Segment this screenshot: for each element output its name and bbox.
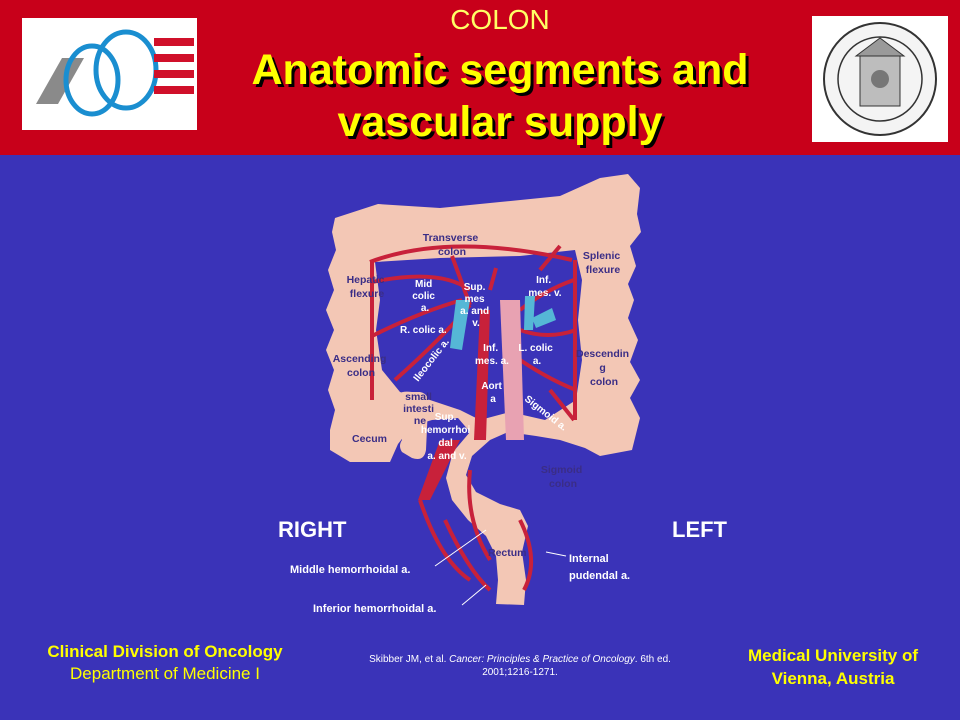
inferior-hemorrhoidal-label: Inferior hemorrhoidal a.	[313, 603, 436, 615]
r-colic-label: R. colic a.	[400, 325, 447, 336]
slide-title-line-1: Anatomic segments and	[251, 46, 749, 94]
slide-title-line-2: vascular supply	[337, 98, 663, 146]
slide-kicker: COLON	[450, 4, 550, 35]
transverse-colon-label: Transverse colon	[423, 232, 481, 258]
middle-hemorrhoidal-label: Middle hemorrhoidal a.	[290, 564, 410, 576]
slide-title: Anatomic segments and vascular supply	[160, 44, 840, 148]
clinic-logo	[22, 18, 197, 130]
label-leader-lines	[434, 529, 567, 606]
university-name: Medical University of Vienna, Austria	[718, 644, 948, 690]
clinic-department: Department of Medicine I	[70, 664, 260, 683]
colon-diagram: Transverse colon Hepatic flexure Splenic…	[0, 155, 960, 625]
descending-colon-label: Descendin g colon	[576, 348, 632, 388]
university-name-line-1: Medical University of	[747, 646, 919, 665]
citation-edition: . 6th ed.	[634, 654, 671, 665]
internal-pudendal-label: Internal pudendal a.	[569, 553, 630, 582]
aorta-label: Aort a	[481, 381, 504, 405]
university-name-line-2: Vienna, Austria	[771, 669, 895, 688]
mid-colic-label: Mid colic a.	[412, 279, 438, 314]
splenic-flexure-label: Splenic flexure	[583, 250, 623, 276]
rectum-label: Rectum	[488, 547, 527, 559]
ascending-colon-label: Ascending colon	[333, 353, 390, 379]
citation-pages: 2001;1216-1271.	[482, 667, 558, 678]
l-colic-label: L. colic a.	[518, 343, 555, 367]
sup-mes-label: Sup. mes a. and v.	[460, 282, 492, 329]
university-seal-logo	[812, 16, 948, 142]
left-side-label: LEFT	[672, 517, 728, 542]
clinic-name: Clinical Division of Oncology Department…	[10, 641, 320, 685]
hepatic-flexure-label: Hepatic flexure	[347, 274, 388, 300]
venous-supply	[450, 296, 556, 350]
inf-mes-v-label: Inf. mes. v.	[528, 275, 561, 299]
clinic-division: Clinical Division of Oncology	[47, 642, 283, 661]
sup-hemorrhoidal-label: Sup. hemorrhoi dal a. and v.	[421, 412, 473, 462]
inf-mes-a-label: Inf. mes. a.	[475, 343, 509, 367]
citation-authors: Skibber JM, et al.	[369, 654, 450, 665]
small-intestine-label: small intesti ne	[403, 391, 437, 427]
aorta-vessel	[500, 300, 524, 440]
citation-book-title: Cancer: Principles & Practice of Oncolog…	[449, 654, 635, 665]
sigmoid-colon-label: Sigmoid colon	[541, 464, 585, 490]
right-side-label: RIGHT	[278, 517, 347, 542]
citation: Skibber JM, et al. Cancer: Principles & …	[330, 653, 710, 679]
cecum-label: Cecum	[352, 433, 387, 445]
title-banner: COLON Anatomic segments and vascular sup…	[0, 0, 960, 155]
